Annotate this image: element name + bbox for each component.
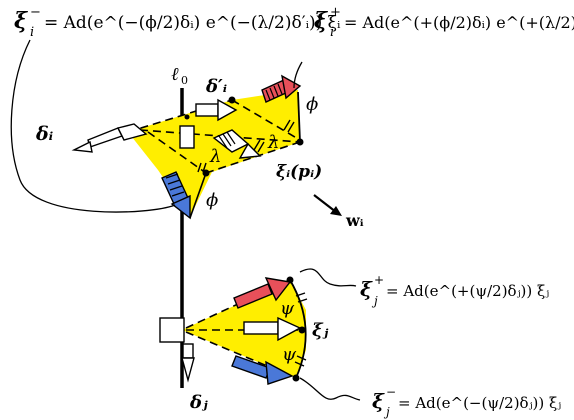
lower-dashed-bottom [185, 331, 297, 379]
lower-fan [159, 276, 308, 385]
dot-mid [202, 169, 210, 177]
delta-i-arrow [71, 123, 148, 153]
label-delta-j: δⱼ [189, 392, 208, 413]
xi-minus-blue-arrow [161, 171, 191, 220]
leader-xi-plus [293, 61, 303, 89]
leader-xj-minus [299, 377, 361, 401]
label-lambda-left: λ [209, 146, 221, 167]
label-xi-pi: ξᵢ(pᵢ) [276, 162, 322, 182]
svg-text:i: i [330, 25, 334, 40]
xj-minus-blue-arrow [231, 355, 294, 385]
lower-fan-arc [289, 279, 307, 379]
delta-j-arrow [181, 343, 195, 383]
upper-dashed-top [127, 99, 233, 133]
label-delta-i: δᵢ [35, 123, 54, 145]
label-phi-lower: ϕ [206, 190, 218, 211]
svg-text:= Ad(e^(+(ψ/2)δⱼ)) ξⱼ: = Ad(e^(+(ψ/2)δⱼ)) ξⱼ [386, 282, 549, 300]
svg-text:−: − [386, 385, 396, 399]
label-delta-i-prime: δ′ᵢ [205, 76, 227, 97]
label-xi-j-minus: ξ j − = Ad(e^(−(ψ/2)δⱼ)) ξⱼ [372, 385, 561, 419]
svg-text:0: 0 [181, 74, 188, 87]
svg-text:j: j [383, 405, 390, 419]
svg-text:ξ: ξ [314, 8, 328, 34]
label-phi-upper: ϕ [306, 94, 318, 115]
xj-white-arrow [243, 316, 302, 342]
svg-text:ξ: ξ [372, 389, 385, 413]
label-lambda-right: λ [267, 132, 279, 153]
label-xi-j-plus: ξ j + = Ad(e^(+(ψ/2)δⱼ)) ξⱼ [360, 273, 549, 308]
label-psi-upper: ψ [280, 298, 295, 319]
lower-ticks [294, 292, 308, 367]
upper-joint-rect [179, 125, 195, 149]
xi-pi-arrow [212, 129, 262, 159]
label-xi-i-plus: ξ i + = Ad(e^(+(ϕ/2)δᵢ) e^(+(λ/2)δ′ᵢ)) ξ… [314, 5, 574, 40]
tick-marks [197, 119, 295, 173]
upper-lower-edge [189, 172, 207, 219]
svg-text:= Ad(e^(+(ϕ/2)δᵢ) e^(+(λ/2)δ′ᵢ: = Ad(e^(+(ϕ/2)δᵢ) e^(+(λ/2)δ′ᵢ)) ξᵢ [344, 13, 574, 32]
label-w-i: wᵢ [345, 211, 364, 230]
upper-fan-right-edge [297, 91, 301, 143]
label-xi-j: ξⱼ [312, 320, 329, 341]
w-i-arrow [313, 194, 342, 216]
svg-text:= Ad(e^(−(ψ/2)δⱼ)) ξⱼ: = Ad(e^(−(ψ/2)δⱼ)) ξⱼ [398, 394, 561, 412]
svg-text:ξ: ξ [360, 277, 373, 301]
svg-text:ξ: ξ [14, 8, 28, 34]
dot-small [184, 114, 190, 120]
label-xi-i-minus: ξ i − = Ad(e^(−(ϕ/2)δᵢ) e^(−(λ/2)δ′ᵢ)) ξ… [14, 5, 341, 40]
leader-xi-minus [10, 39, 176, 213]
delta-i-prime-arrow [195, 98, 238, 122]
svg-text:+: + [330, 5, 341, 20]
xj-plus-red-arrow [233, 277, 292, 309]
upper-dashed-mid [231, 99, 301, 141]
svg-text:+: + [374, 273, 384, 287]
svg-text:j: j [371, 294, 378, 308]
svg-text:i: i [30, 25, 34, 40]
upper-fan [71, 74, 304, 220]
upper-dashed-bottom [147, 131, 207, 174]
label-psi-lower: ψ [282, 344, 297, 365]
svg-text:ℓ: ℓ [171, 64, 179, 85]
leader-xj-plus [299, 268, 357, 287]
dot-top [228, 96, 236, 104]
svg-text:= Ad(e^(−(ϕ/2)δᵢ) e^(−(λ/2)δ′ᵢ: = Ad(e^(−(ϕ/2)δᵢ) e^(−(λ/2)δ′ᵢ)) ξᵢ [44, 13, 341, 33]
svg-text:−: − [30, 5, 41, 20]
lower-joint-rect [159, 317, 185, 343]
dot-j-bottom [292, 374, 300, 382]
label-ell0: ℓ 0 [171, 64, 188, 87]
xi-plus-red-arrow [261, 74, 302, 103]
dot-right [296, 138, 304, 146]
upper-dashed-diag [205, 141, 301, 174]
